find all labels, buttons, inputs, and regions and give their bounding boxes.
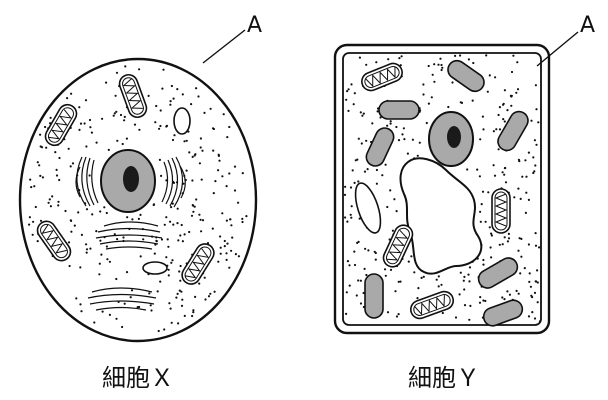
leader-line-a-left bbox=[203, 30, 245, 63]
cell-x-vesicle bbox=[174, 108, 190, 134]
cell-y-nucleolus bbox=[447, 126, 461, 148]
label-cell-y: 細胞Ｙ bbox=[408, 364, 480, 392]
chloroplast bbox=[379, 101, 419, 119]
cell-x bbox=[20, 59, 256, 341]
chloroplast bbox=[365, 274, 383, 318]
cell-x-vesicle bbox=[143, 262, 167, 274]
cell-x-nucleolus bbox=[123, 166, 139, 192]
label-a-left: A bbox=[247, 13, 262, 38]
label-a-right: A bbox=[580, 13, 595, 38]
label-cell-x: 細胞Ｘ bbox=[102, 364, 174, 392]
cell-x-nucleus bbox=[101, 150, 155, 212]
cell-y bbox=[335, 45, 549, 333]
cell-y-nucleus bbox=[429, 112, 473, 166]
mitochondrion bbox=[492, 189, 510, 233]
